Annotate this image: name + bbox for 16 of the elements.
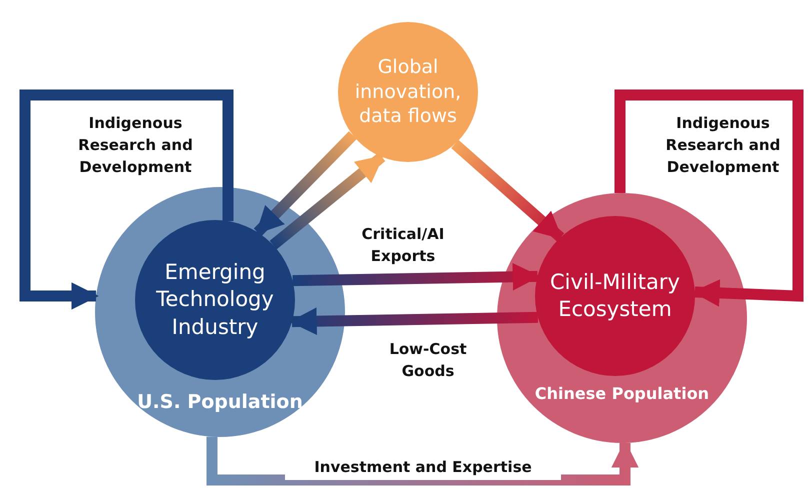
node-label: Chinese Population	[534, 384, 710, 405]
node-label: Emerging Technology Industry	[155, 259, 275, 341]
edge-label: Low-Cost Goods	[388, 339, 468, 382]
arrow	[254, 131, 357, 236]
edge-label: Indigenous Research and Development	[77, 113, 194, 178]
arrow	[292, 263, 540, 291]
edge-label: Indigenous Research and Development	[664, 113, 782, 178]
arrow	[289, 307, 538, 335]
arrow	[451, 140, 564, 242]
arrow	[270, 152, 386, 250]
edge-label: Critical/AI Exports	[360, 224, 446, 267]
node-label: U.S. Population	[136, 390, 304, 415]
node-label: Global innovation, data flows	[354, 54, 462, 130]
arrow	[20, 90, 234, 310]
arrow	[614, 90, 804, 307]
node-label: Civil-Military Ecosystem	[550, 268, 680, 323]
